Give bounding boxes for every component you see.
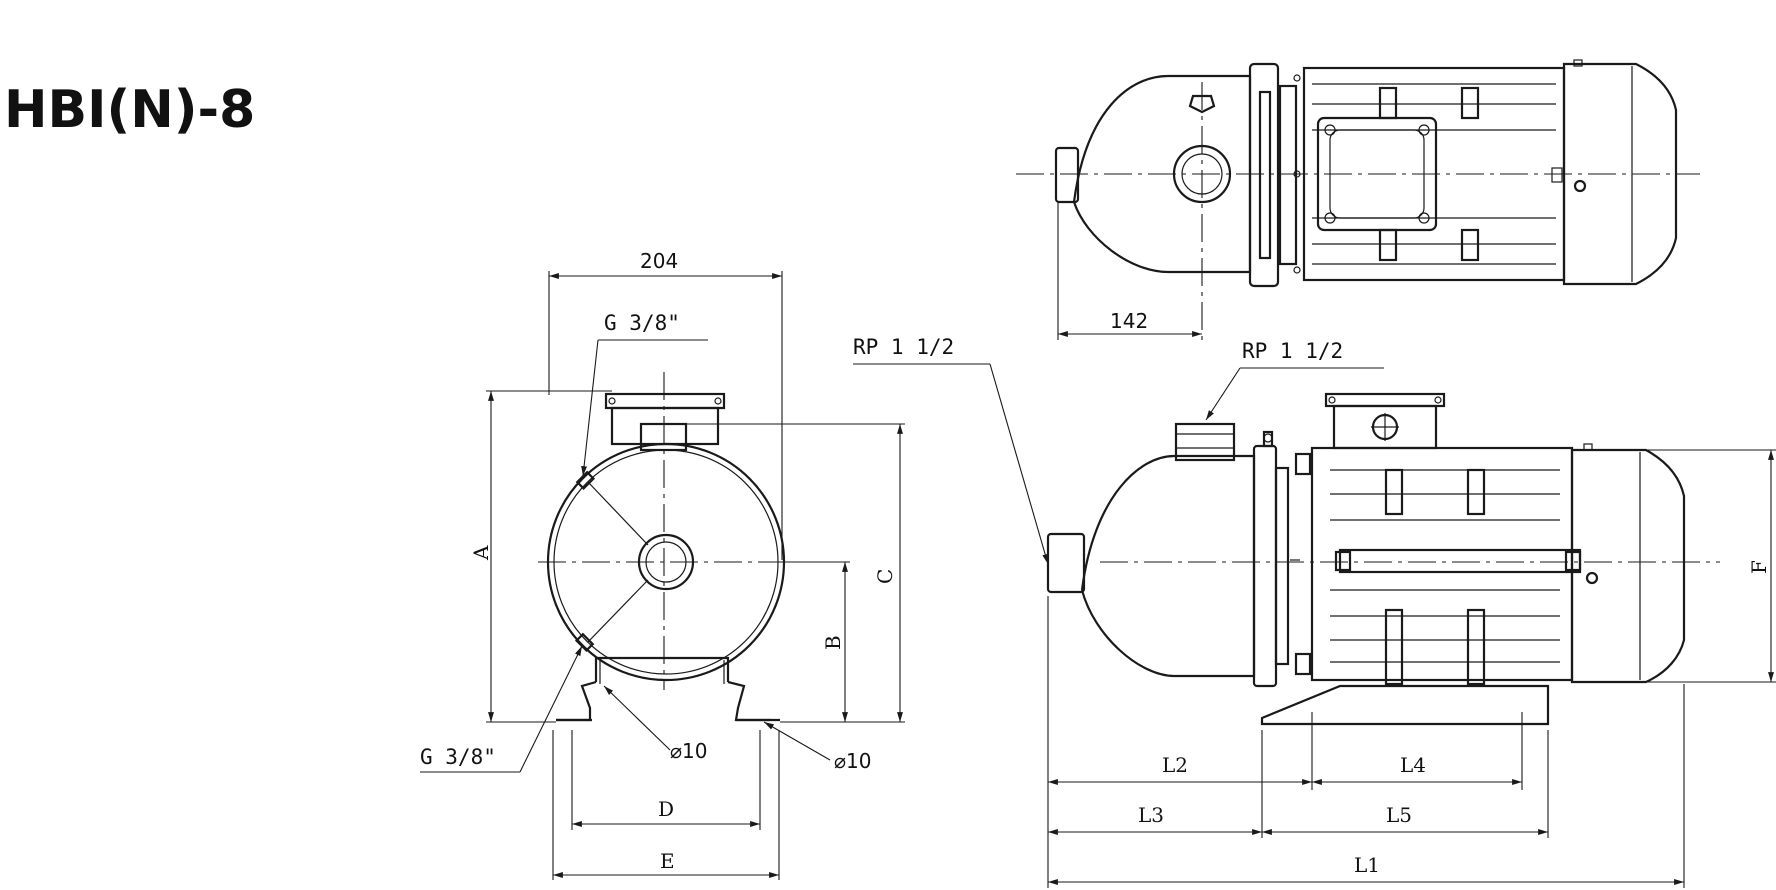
dimension-l4-label: L4 <box>1400 753 1426 777</box>
dimension-f-label: F <box>1747 560 1771 574</box>
hole-left-label: ⌀10 <box>670 739 708 763</box>
dimension-l2-label: L2 <box>1162 753 1188 777</box>
dimension-e-label: E <box>660 849 675 873</box>
hole-right-label: ⌀10 <box>834 749 872 773</box>
top-view: 142 <box>1016 59 1700 340</box>
dimension-l3-label: L3 <box>1138 803 1164 827</box>
dimension-l1-label: L1 <box>1354 853 1380 877</box>
port-bottom-label: G 3/8" <box>420 745 496 769</box>
inlet-port-label: RP 1 1/2 <box>853 335 954 359</box>
dimension-d-label: D <box>658 797 674 821</box>
width-dimension-label: 204 <box>640 249 678 273</box>
page-title: HBI(N)-8 <box>4 80 256 140</box>
port-top-label: G 3/8" <box>604 311 680 335</box>
dimension-b-label: B <box>821 635 845 650</box>
dimension-142-label: 142 <box>1110 309 1148 333</box>
front-view: 204 A B <box>420 249 905 880</box>
dimension-a-label: A <box>469 545 493 561</box>
side-view: F L2 L4 L3 L5 L1 RP 1 1/2 RP 1 1/2 <box>853 335 1776 888</box>
outlet-port-label: RP 1 1/2 <box>1242 339 1343 363</box>
dimension-l5-label: L5 <box>1386 803 1412 827</box>
dimension-c-label: C <box>873 569 897 584</box>
